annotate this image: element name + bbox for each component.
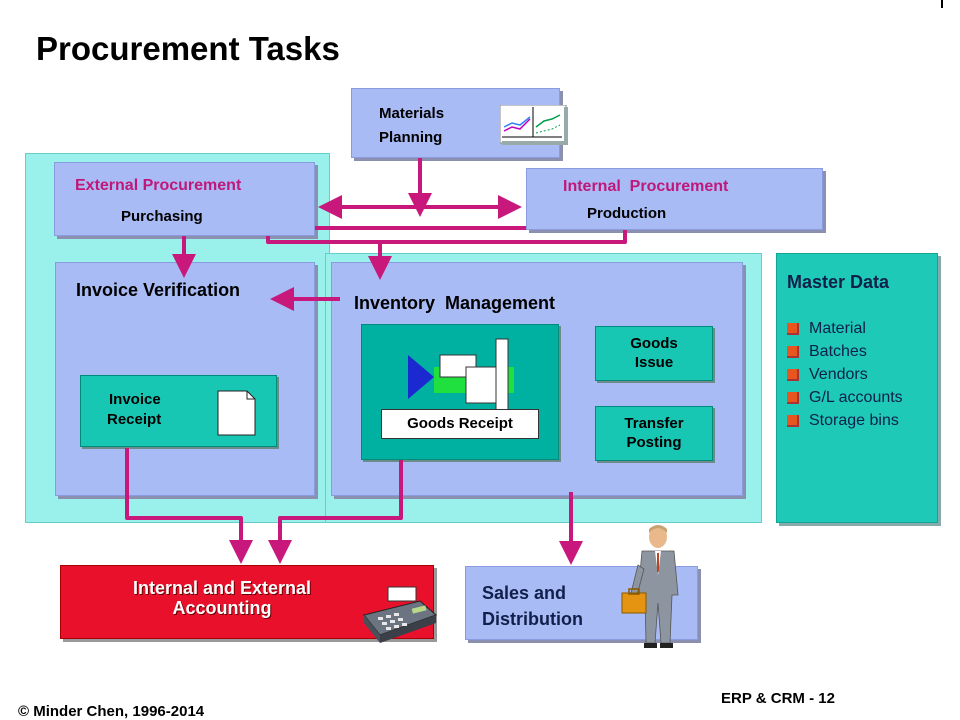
goods-receipt-icon xyxy=(404,337,519,427)
master-data-list: Material Batches Vendors G/L accounts St… xyxy=(787,317,903,432)
bullet-icon xyxy=(787,391,799,404)
external-procurement-title: External Procurement xyxy=(75,177,242,194)
materials-planning-box[interactable]: Materials Planning xyxy=(351,88,568,158)
invoice-verification-title: Invoice Verification xyxy=(76,280,241,300)
sales-label-1: Sales and xyxy=(482,583,567,603)
transfer-posting-label-2: Posting xyxy=(626,434,682,451)
goods-issue-label-2: Issue xyxy=(634,354,674,371)
master-data-item: Material xyxy=(787,317,903,340)
internal-procurement-box[interactable]: Internal Procurement Production xyxy=(526,168,823,230)
calculator-icon xyxy=(360,585,440,643)
invoice-verification-box[interactable]: Invoice Verification Invoice Receipt xyxy=(55,262,315,496)
corner-mark xyxy=(941,0,943,8)
goods-issue-box[interactable]: Goods Issue xyxy=(595,326,713,381)
goods-issue-label-1: Goods xyxy=(630,335,678,352)
invoice-receipt-label-2: Receipt xyxy=(107,411,162,428)
internal-procurement-title: Internal Procurement xyxy=(563,178,729,195)
bullet-icon xyxy=(787,368,799,381)
sales-label-2: Distribution xyxy=(482,609,583,629)
transfer-posting-box[interactable]: Transfer Posting xyxy=(595,406,713,461)
goods-receipt-label-box: Goods Receipt xyxy=(381,409,539,439)
line-chart-icon xyxy=(499,104,568,145)
invoice-receipt-box[interactable]: Invoice Receipt xyxy=(80,375,277,447)
master-data-item: Vendors xyxy=(787,363,903,386)
materials-planning-label-1: Materials xyxy=(379,105,445,122)
accounting-box[interactable]: Internal and External Accounting xyxy=(60,565,434,639)
transfer-posting-label-1: Transfer xyxy=(624,415,684,432)
external-procurement-box[interactable]: External Procurement Purchasing xyxy=(54,162,315,236)
materials-planning-label-2: Planning xyxy=(379,129,443,146)
document-icon xyxy=(217,390,257,436)
page-title: Procurement Tasks xyxy=(36,30,340,67)
bullet-icon xyxy=(787,322,799,335)
master-data-item: Storage bins xyxy=(787,409,903,432)
purchasing-label: Purchasing xyxy=(121,208,203,225)
inventory-management-box[interactable]: Inventory Management Goods Receipt Goods… xyxy=(331,262,743,496)
bullet-icon xyxy=(787,345,799,358)
businessman-icon xyxy=(620,525,690,650)
master-data-title: Master Data xyxy=(787,272,890,292)
master-data-item: Batches xyxy=(787,340,903,363)
goods-receipt-label: Goods Receipt xyxy=(407,415,513,432)
inventory-management-title: Inventory Management xyxy=(354,293,556,313)
accounting-label-1: Internal and External xyxy=(132,578,312,598)
footer-copyright: © Minder Chen, 1996-2014 xyxy=(18,703,205,720)
master-data-item: G/L accounts xyxy=(787,386,903,409)
accounting-label-2: Accounting xyxy=(172,598,272,618)
bullet-icon xyxy=(787,414,799,427)
footer-page-label: ERP & CRM - 12 xyxy=(721,690,835,707)
invoice-receipt-label-1: Invoice xyxy=(109,391,161,408)
goods-receipt-panel[interactable]: Goods Receipt xyxy=(361,324,559,460)
master-data-box[interactable]: Master Data Material Batches Vendors G/L… xyxy=(776,253,938,523)
production-label: Production xyxy=(587,205,667,222)
